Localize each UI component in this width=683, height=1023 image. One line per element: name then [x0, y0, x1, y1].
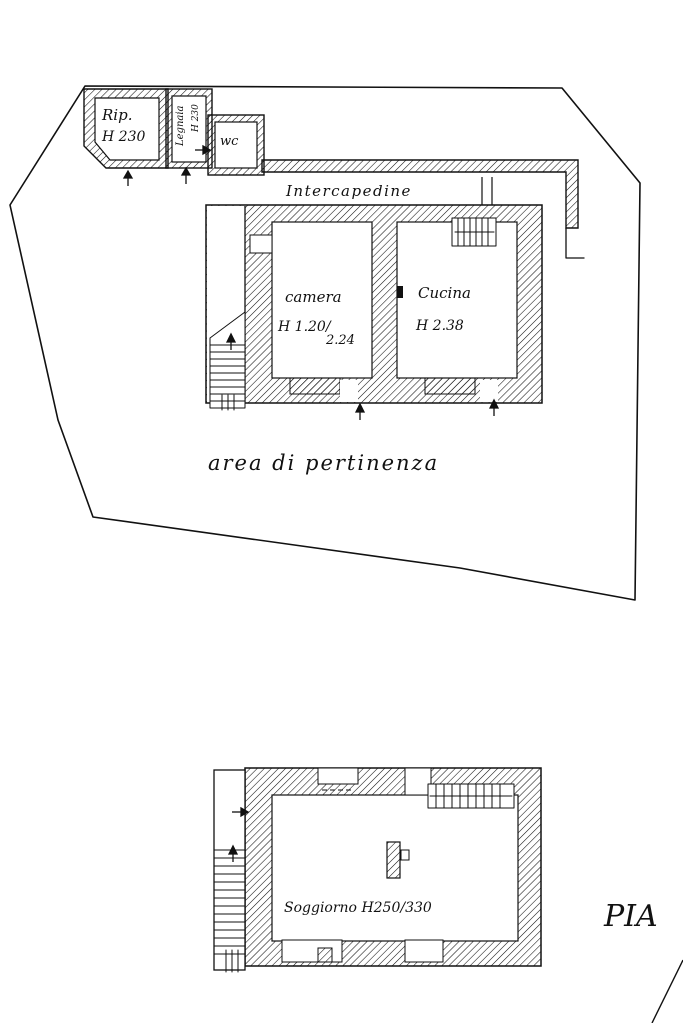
intercapedine-corridor [261, 159, 585, 259]
soggiorno-label: Soggiorno H250/330 [284, 900, 432, 916]
entrance-arrows-upper [122, 144, 500, 420]
intercapedine-label: Intercapedine [285, 182, 412, 200]
legnaia-height-label: H 230 [191, 104, 201, 133]
rip-height-label: H 230 [101, 129, 145, 145]
cucina-label: Cucina [418, 284, 471, 302]
legnaia-label: Legnaia [175, 105, 186, 147]
soggiorno-block [213, 767, 542, 973]
piano-title: PIA [603, 899, 658, 934]
main-block [205, 204, 543, 411]
cucina-height-label: H 2.38 [415, 318, 464, 334]
camera-height-label: H 1.20/ [277, 319, 332, 335]
camera-height-sub-label: 2.24 [325, 333, 355, 348]
site-boundary [9, 85, 641, 601]
annex-rooms [83, 88, 265, 176]
edge-stroke [651, 959, 683, 1023]
area-label: area di pertinenza [208, 451, 439, 475]
wc-label: wc [220, 134, 239, 149]
rip-label: Rip. [101, 106, 132, 124]
camera-label: camera [285, 288, 342, 306]
